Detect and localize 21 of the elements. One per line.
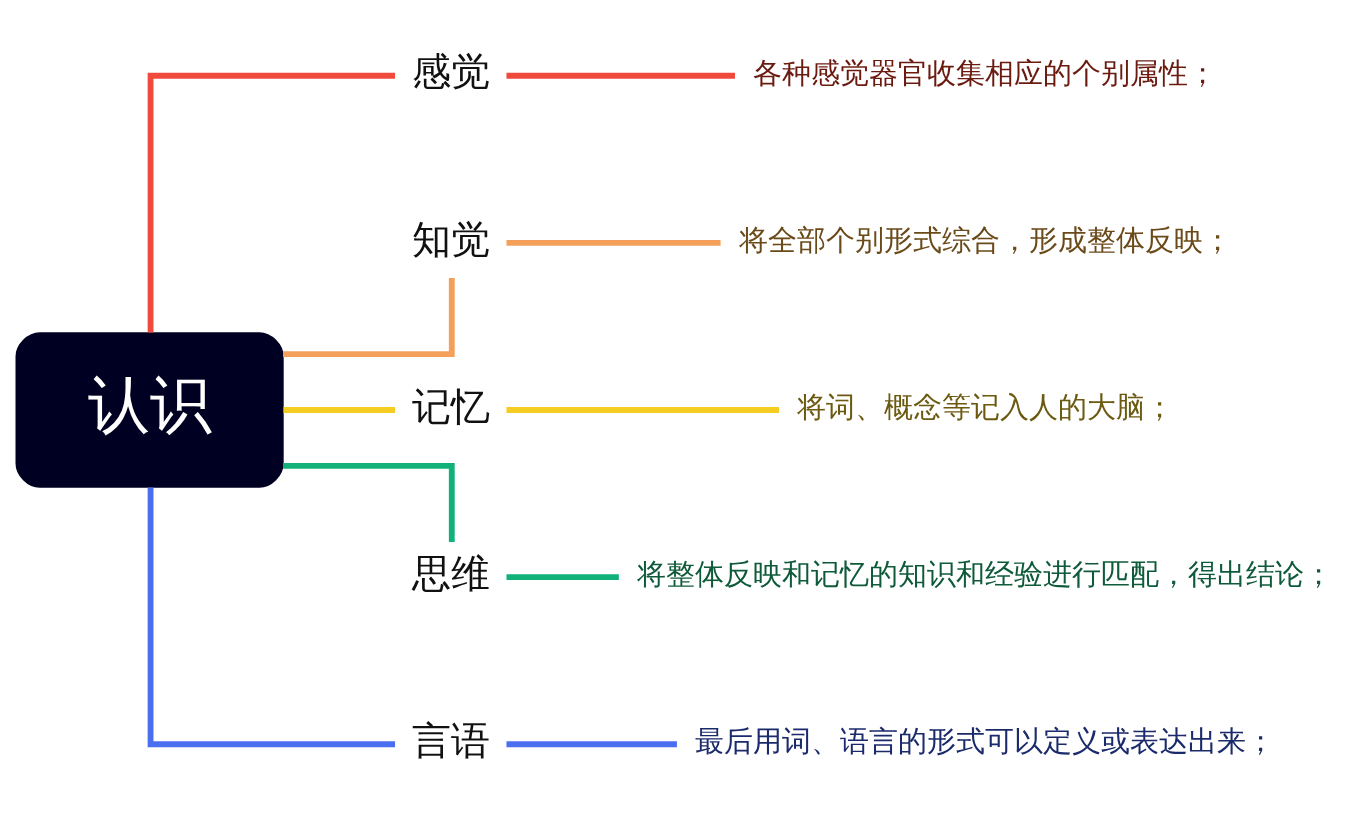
node-text: 感觉 xyxy=(411,49,490,95)
node-text: 将全部个别形式综合，形成整体反映； xyxy=(738,222,1232,257)
node-text: 言语 xyxy=(411,717,490,763)
connector xyxy=(506,574,619,581)
node-text: 知觉 xyxy=(411,216,490,262)
connector xyxy=(506,239,721,246)
connector xyxy=(147,72,396,333)
connector xyxy=(283,278,455,358)
node-text: 最后用词、语言的形式可以定义或表达出来； xyxy=(695,724,1276,759)
connector xyxy=(506,741,677,748)
connector xyxy=(506,72,735,79)
connector xyxy=(506,407,779,413)
node-text: 记忆 xyxy=(411,383,490,429)
node-box: 认识 xyxy=(15,332,284,488)
connector xyxy=(283,462,455,542)
node-text: 思维 xyxy=(411,550,490,596)
connector xyxy=(147,487,396,748)
node-text: 将整体反映和记忆的知识和经验进行匹配，得出结论； xyxy=(637,556,1334,591)
connector xyxy=(283,407,396,413)
node-text: 将词、概念等记入人的大脑； xyxy=(796,389,1174,424)
node-text: 各种感觉器官收集相应的个别属性； xyxy=(753,55,1218,90)
